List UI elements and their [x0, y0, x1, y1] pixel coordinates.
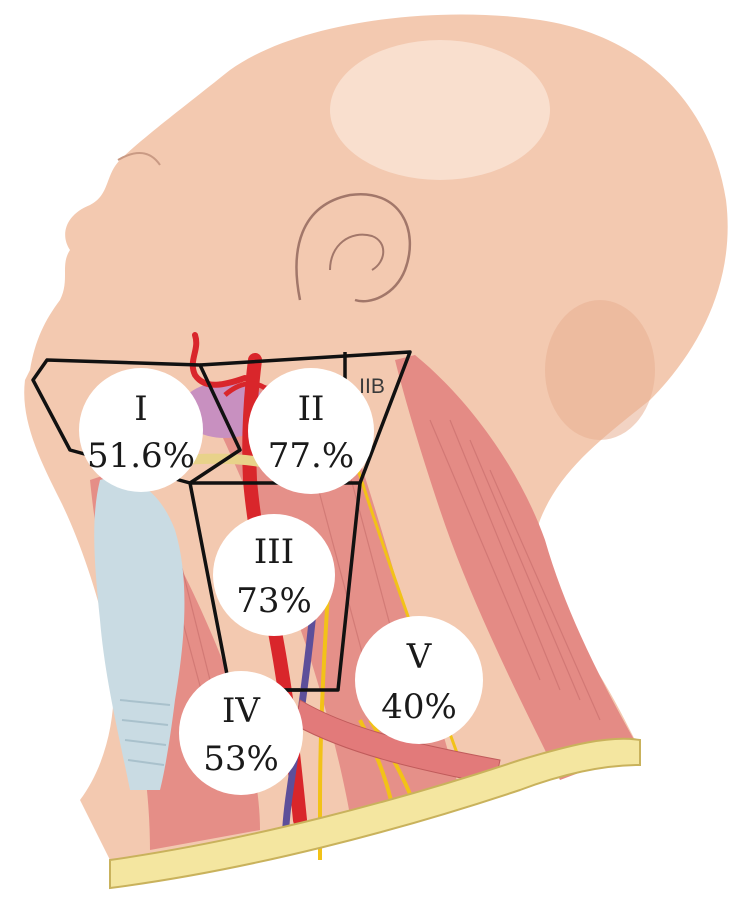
- level-V-marker: V 40%: [355, 616, 483, 744]
- cheek-shadow: [545, 300, 655, 440]
- level-II-value: 77.%: [268, 436, 354, 476]
- level-II-label: II: [298, 389, 325, 429]
- level-IV-value: 53%: [203, 739, 279, 779]
- level-I-marker: I 51.6%: [79, 368, 203, 492]
- level-III-label: III: [254, 532, 294, 572]
- level-IV-marker: IV 53%: [179, 671, 303, 795]
- head-highlight: [330, 40, 550, 180]
- level-V-value: 40%: [381, 687, 457, 727]
- sublevel-IIB-label: IIB: [359, 375, 385, 398]
- level-III-marker: III 73%: [213, 514, 335, 636]
- level-V-label: V: [406, 637, 433, 677]
- level-III-value: 73%: [236, 581, 312, 621]
- level-IV-label: IV: [222, 691, 261, 731]
- level-II-marker: II 77.%: [248, 368, 374, 494]
- level-I-value: 51.6%: [87, 436, 195, 476]
- level-I-label: I: [134, 389, 147, 429]
